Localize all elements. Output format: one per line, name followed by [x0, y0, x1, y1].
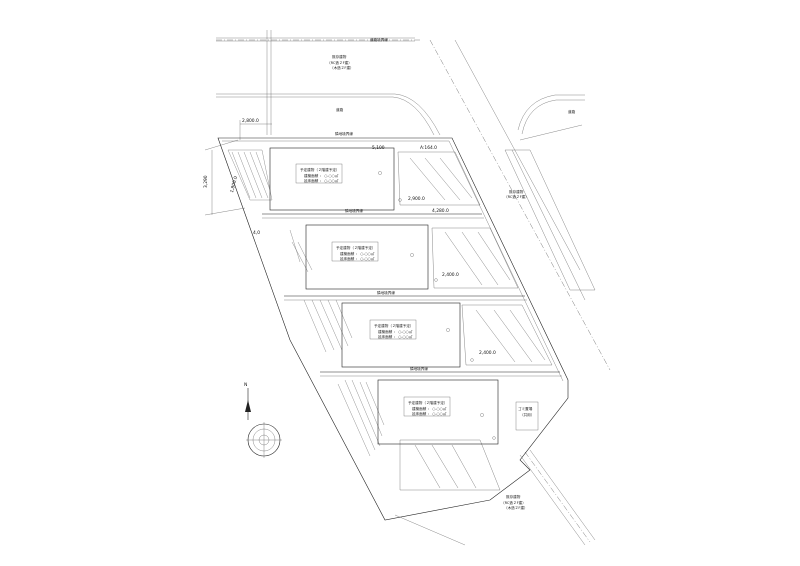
lot-1-line1: 建築面積 ： ○.○○㎡	[304, 173, 339, 178]
parking-areas	[397, 151, 553, 491]
lot2-building	[305, 224, 429, 290]
dim-lot1-c: 4,280.0	[432, 208, 449, 214]
lot-4-info: 予定建物（２階建予定） 建築面積 ： ○.○○㎡ 延床面積 ： ○.○○㎡	[408, 400, 448, 416]
dim-left-diag: 1,800.0	[229, 175, 239, 193]
road-mid-label: 道路	[336, 107, 344, 112]
lot-3-line2: 延床面積 ： ○.○○㎡	[378, 334, 413, 339]
lot3-building	[341, 302, 461, 368]
road-top-label: 道路境界線	[370, 37, 388, 42]
lot-3-info: 予定建物（２階建予定） 建築面積 ： ○.○○㎡ 延床面積 ： ○.○○㎡	[374, 323, 414, 339]
boundary-label-2: 隣地境界線	[345, 208, 363, 213]
right-block-sub: （RC造２F建）	[504, 194, 529, 199]
bottom-block-sub: （RC造２F建）	[501, 500, 526, 505]
lot-2-title: 予定建物（２階建予定）	[336, 245, 376, 250]
north-arrow-icon: N	[244, 382, 251, 420]
lot1-building	[269, 147, 395, 211]
dim-lot1-a: 5,100	[372, 145, 385, 151]
dim-lot2: 2,400.0	[442, 272, 459, 278]
site-markers	[378, 171, 496, 440]
dim-lot3: 2,400.0	[479, 350, 496, 356]
gate-sub: （共用）	[520, 412, 534, 417]
gate-label: ゴミ置場	[518, 406, 533, 411]
site-boundary	[204, 120, 569, 521]
lot-1-title: 予定建物（２階建予定）	[300, 167, 340, 172]
lot-4-line2: 延床面積 ： ○.○○㎡	[412, 411, 447, 416]
lot-1-info: 予定建物（２階建予定） 建築面積 ： ○.○○㎡ 延床面積 ： ○.○○㎡	[300, 167, 340, 183]
boundary-label-3: 隣地境界線	[377, 290, 395, 295]
north-label: N	[244, 382, 247, 388]
lot-2-line2: 延床面積 ： ○.○○㎡	[340, 256, 375, 261]
lot-3-title: 予定建物（２階建予定）	[374, 323, 414, 328]
boundary-label-1: 隣地境界線	[335, 131, 353, 136]
top-road	[216, 30, 611, 371]
dim-lot1-b: 2,900.0	[408, 196, 425, 202]
lot-2-line1: 建築面積 ： ○.○○㎡	[340, 251, 375, 256]
dim-lot1-d: A:164.0	[420, 145, 437, 151]
lot-4-line1: 建築面積 ： ○.○○㎡	[412, 406, 447, 411]
lot4-building	[377, 379, 499, 445]
dim-left-vertical: 3,290	[203, 175, 209, 188]
building-footprints	[269, 147, 499, 445]
lot-4-title: 予定建物（２階建予定）	[408, 400, 448, 405]
dim-top-left: 2,800.0	[242, 118, 259, 124]
right-curb	[504, 149, 596, 301]
dim-small-left: 4,0	[253, 230, 260, 236]
boundary-label-4: 隣地境界線	[410, 366, 428, 371]
south-east-road	[394, 401, 596, 546]
lot-1-line2: 延床面積 ： ○.○○㎡	[304, 178, 339, 183]
lot-2-info: 予定建物（２階建予定） 建築面積 ： ○.○○㎡ 延床面積 ： ○.○○㎡	[336, 245, 376, 261]
lot-3-line1: 建築面積 ： ○.○○㎡	[378, 329, 413, 334]
bottom-block-sub2: （木造２F建）	[504, 505, 528, 510]
hatched-setback	[227, 149, 385, 457]
top-block-sub2: （木造２F建）	[330, 65, 354, 70]
right-block-label: 既存建物	[509, 189, 524, 194]
compass-rose-icon	[246, 422, 282, 458]
top-block-sub: （RC造２F建）	[327, 60, 352, 65]
lot-dividers	[262, 213, 562, 377]
right-road-label: 道路	[568, 109, 576, 114]
top-block-label: 既存建物	[332, 54, 347, 59]
bottom-block-label: 既存建物	[506, 494, 521, 499]
